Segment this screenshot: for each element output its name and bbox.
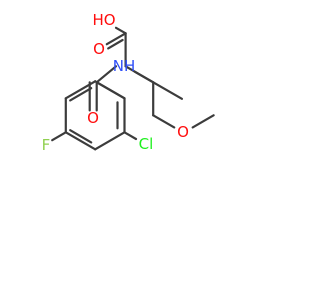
bond-acid-c-oh [114,26,127,35]
bond-quaternary-c-n [133,70,155,84]
bond-acid-c-o-double [105,32,127,46]
amide-oxygen-label: O [87,109,99,127]
hydroxyl-label: HO [92,11,115,29]
ring-inner-double-bond [69,87,93,102]
bond-quaternary-c-methyl [152,81,183,100]
ether-oxygen-label: O [177,123,189,141]
bond-n-carbonyl-c [95,65,118,84]
molecule-structure: HO O O NH O F Cl [42,11,215,154]
bond-ether-o-methyl [191,114,215,129]
bond-acid-c-o-double [107,38,124,50]
amide-nitrogen-label: NH [113,57,136,75]
bond-ch2-ether-o [152,114,176,129]
acid-carbonyl-oxygen-label: O [93,40,105,58]
bond-ring-chlorine [123,131,138,141]
ring-bond [64,131,97,151]
ring-bond [64,80,97,100]
ring-bond [94,131,126,151]
fluorine-label: F [42,136,51,154]
bond-ring-fluorine [51,131,67,142]
ring-inner-double-bond [69,129,93,144]
ring-bond [94,80,126,100]
chlorine-label: Cl [139,135,154,153]
